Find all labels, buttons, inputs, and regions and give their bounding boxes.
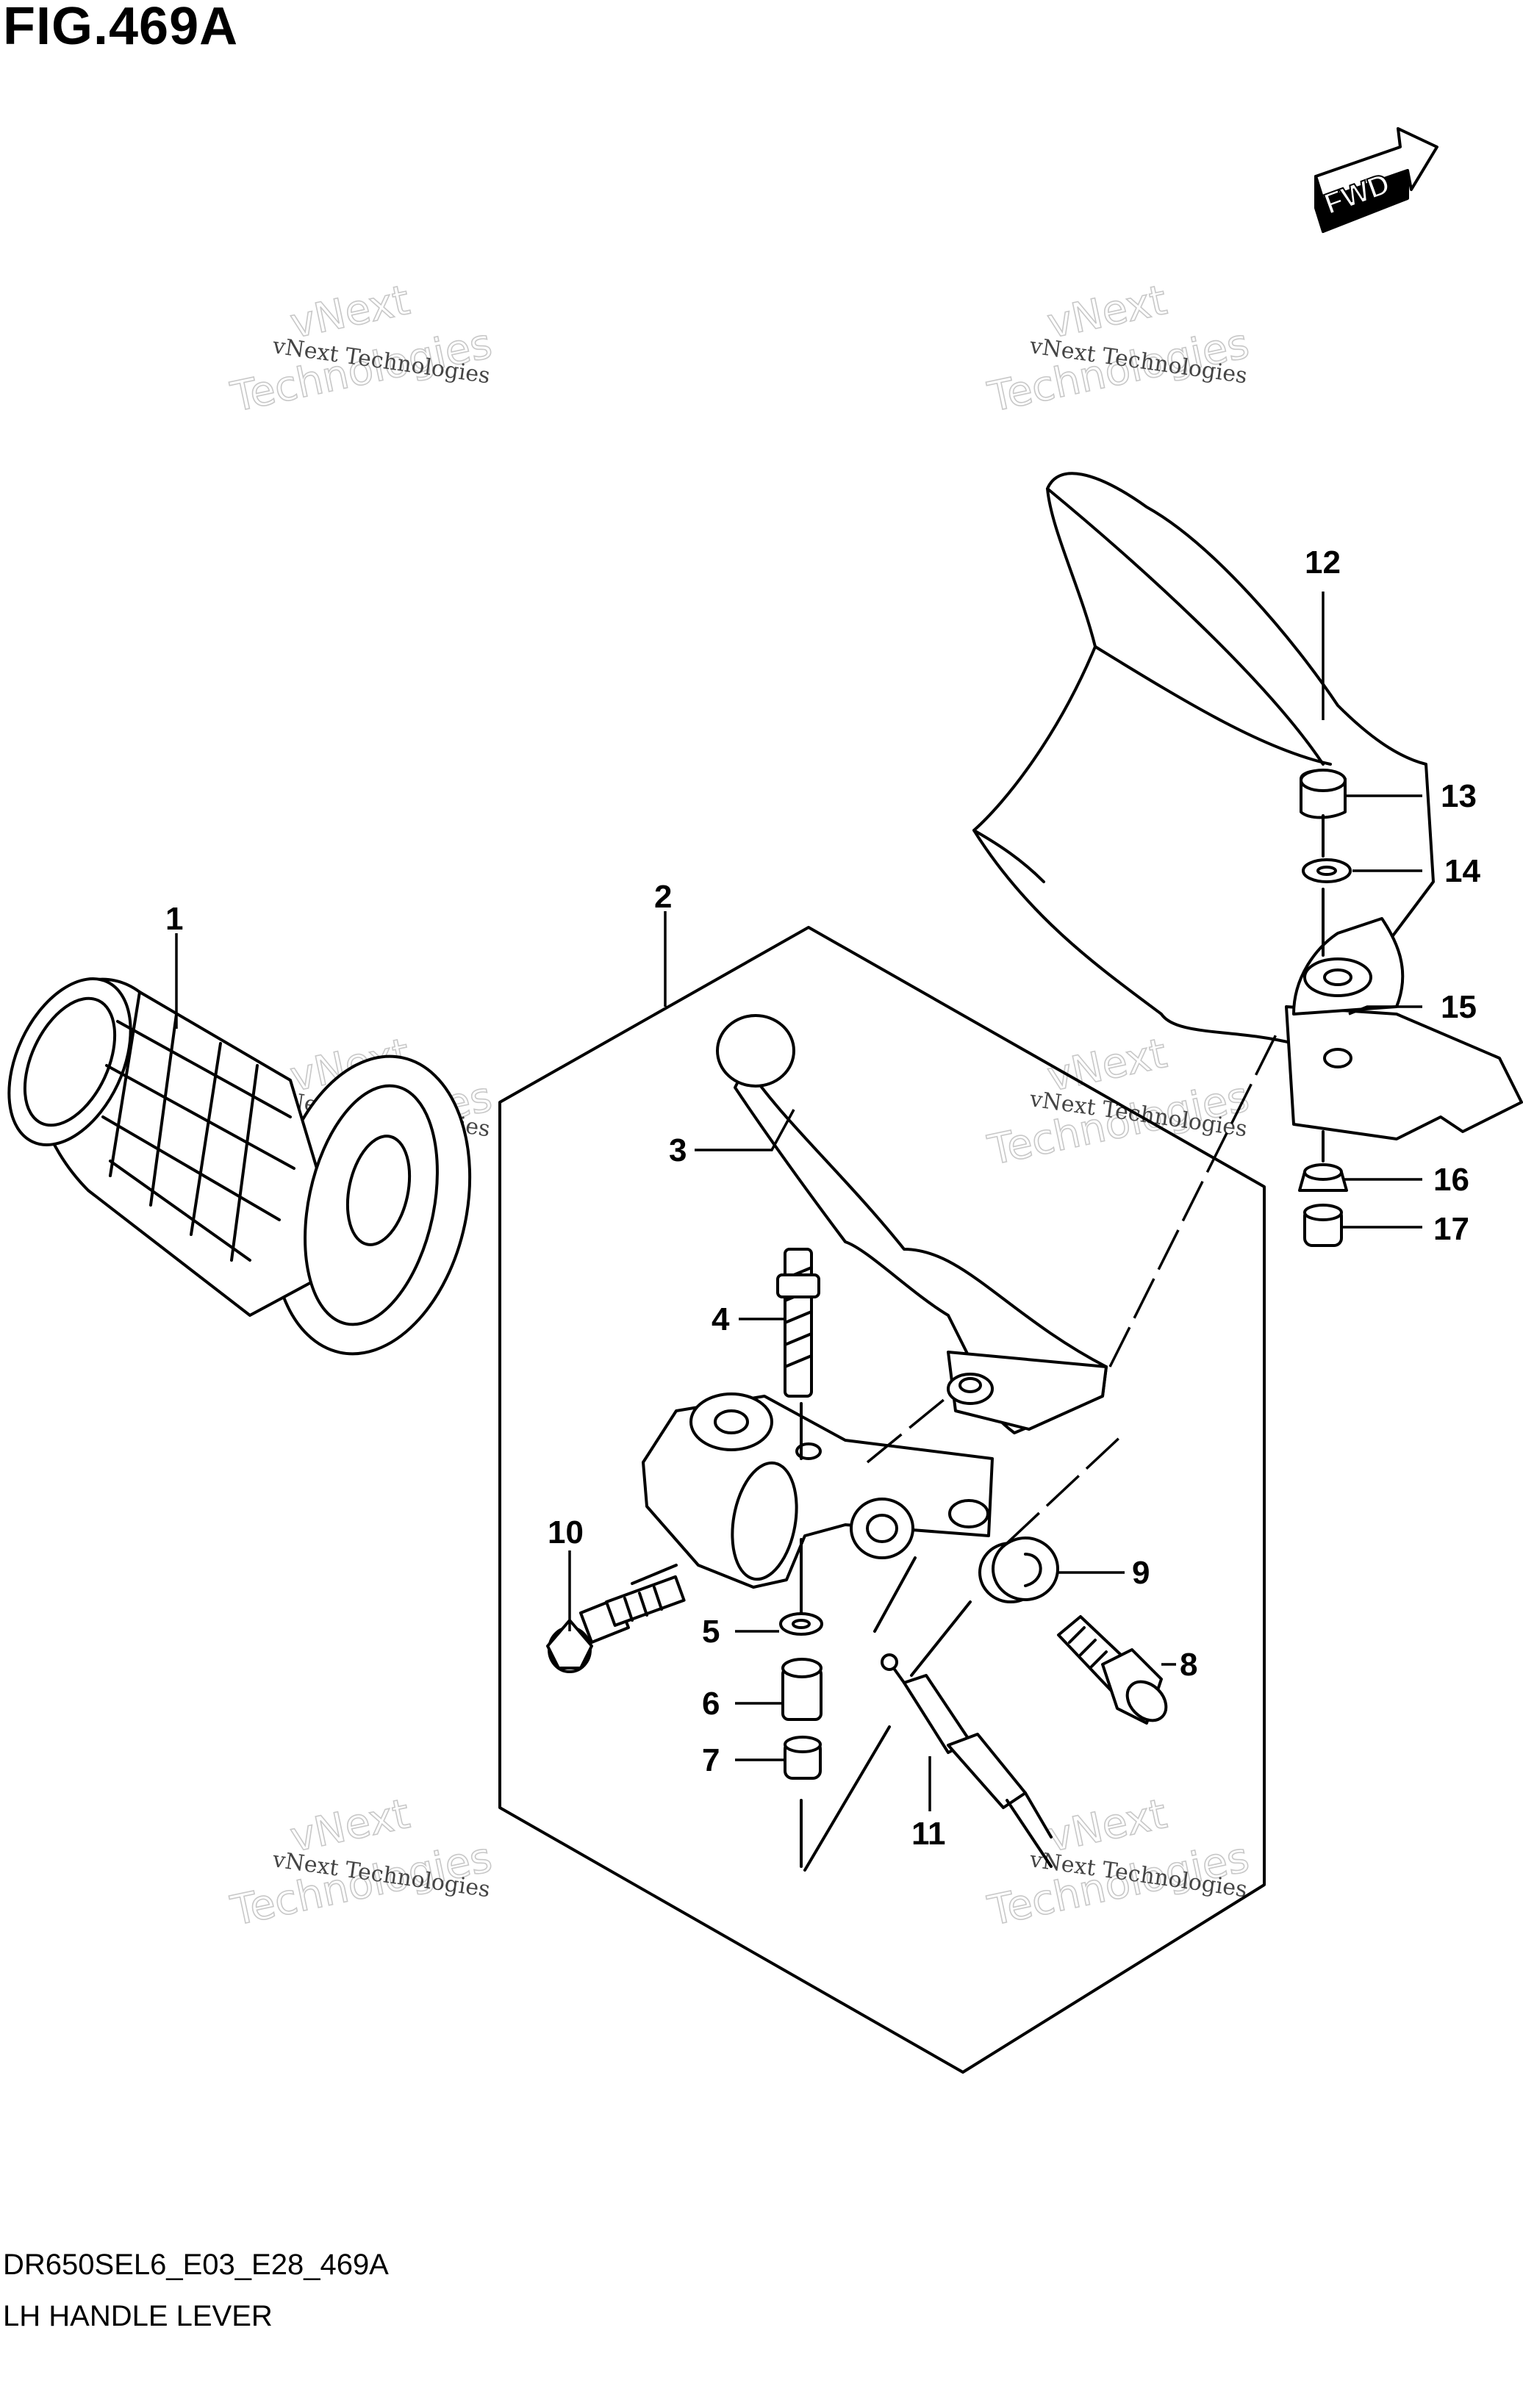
part-5-washer: [779, 1612, 823, 1636]
part-14-washer: [1302, 858, 1352, 883]
fwd-arrow-icon: FWD: [1314, 127, 1438, 233]
diagram-name: LH HANDLE LEVER: [3, 2300, 273, 2332]
callout-12: 12: [1305, 545, 1341, 581]
callout-8: 8: [1180, 1647, 1197, 1683]
callout-1: 1: [165, 901, 183, 937]
callout-17: 17: [1433, 1211, 1469, 1247]
callout-14: 14: [1444, 853, 1480, 889]
part-11-clutch-cable: [881, 1653, 1053, 1868]
figure-title: FIG.469A: [3, 0, 239, 56]
callout-3: 3: [669, 1132, 687, 1168]
part-9-adjuster-nut: [978, 1537, 1059, 1603]
part-12-handguard: [972, 472, 1523, 1140]
callout-16: 16: [1433, 1162, 1469, 1198]
callout-9: 9: [1132, 1555, 1150, 1591]
part-10-clamp-bolt: [546, 1575, 686, 1673]
lever-holder: [642, 1392, 994, 1589]
part-6-collar: [781, 1658, 823, 1721]
callout-2: 2: [654, 879, 672, 915]
callout-7: 7: [702, 1742, 720, 1778]
leader-lines: [175, 592, 1422, 1872]
watermark-bottom-right: vNext Technologies vNext Technologies: [983, 1789, 1254, 1936]
callout-13: 13: [1441, 778, 1477, 814]
part-3-lever: [716, 1014, 1108, 1434]
part-8-adjuster-bolt: [1057, 1615, 1168, 1725]
watermark-bottom-left: vNext Technologies vNext Technologies: [226, 1789, 497, 1936]
callout-15: 15: [1441, 989, 1477, 1025]
part-4-pivot-bolt: [776, 1248, 820, 1398]
callout-5: 5: [702, 1614, 720, 1650]
part-1-grip: [7, 977, 472, 1356]
kit-boundary: [498, 926, 1266, 2074]
part-17-nut: [1303, 1204, 1343, 1247]
part-16-collar: [1298, 1163, 1348, 1192]
callout-labels: 1 2 3 4 5 6 7 8 9 10 11 12 13 14 15 16 1…: [165, 545, 1480, 1852]
diagram-code: DR650SEL6_E03_E28_469A: [3, 2249, 389, 2281]
watermark-top-left: vNext Technologies vNext Technologies: [226, 276, 497, 422]
part-13-cap-nut: [1300, 769, 1347, 819]
callout-11: 11: [911, 1816, 946, 1852]
callout-4: 4: [712, 1301, 730, 1337]
callout-10: 10: [548, 1514, 584, 1550]
callout-6: 6: [702, 1686, 720, 1722]
watermark-top-right: vNext Technologies vNext Technologies: [983, 276, 1254, 422]
part-7-nut: [784, 1736, 822, 1780]
